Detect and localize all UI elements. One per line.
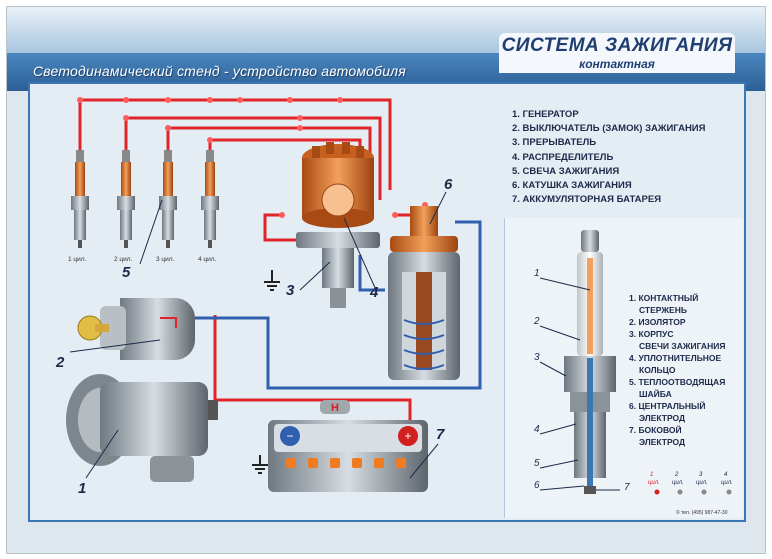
indicator-label: цил. [648, 480, 660, 486]
plug-legend-item: ШАЙБА [639, 389, 672, 399]
callout-spark-plug: 5 [122, 264, 131, 281]
plug-legend-item: СВЕЧИ ЗАЖИГАНИЯ [639, 341, 726, 351]
callout-ignition-switch: 2 [56, 354, 65, 371]
plug-callout: 6 [534, 480, 540, 491]
stand-title: Светодинамический стенд - устройство авт… [33, 63, 406, 79]
plug-callout: 1 [534, 268, 540, 279]
plug-legend-item: ЭЛЕКТРОД [639, 437, 686, 447]
cylinder-label: 2 цил. [114, 256, 133, 263]
legend-item: 3. ПРЕРЫВАТЕЛЬ [512, 137, 597, 149]
legend-item: 2. ВЫКЛЮЧАТЕЛЬ (ЗАМОК) ЗАЖИГАНИЯ [512, 123, 706, 135]
main-title: СИСТЕМА ЗАЖИГАНИЯ [501, 35, 733, 56]
cylinder-label: 4 цил. [198, 256, 217, 263]
indicator-label: цил. [696, 480, 708, 486]
component-legend: 1. ГЕНЕРАТОР 2. ВЫКЛЮЧАТЕЛЬ (ЗАМОК) ЗАЖИ… [512, 108, 705, 207]
cylinder-label: 3 цил. [156, 256, 175, 263]
indicator-number: 4 [724, 472, 728, 478]
plug-legend-item: 3. КОРПУС [629, 329, 674, 339]
callout-battery: 7 [436, 426, 445, 443]
plug-legend-item: 7. БОКОВОЙ [629, 425, 682, 435]
callout-distributor: 4 [370, 284, 379, 301]
plug-legend-item: 4. УПЛОТНИТЕЛЬНОЕ [629, 353, 722, 363]
plug-callout: 4 [534, 424, 540, 435]
callout-coil: 6 [444, 176, 453, 193]
plug-legend-item: ЭЛЕКТРОД [639, 413, 686, 423]
callout-breaker: 3 [286, 282, 295, 299]
legend-item: 1. ГЕНЕРАТОР [512, 109, 579, 120]
indicator-number: 3 [699, 472, 703, 478]
plug-callout: 3 [534, 352, 540, 363]
plug-callout: 5 [534, 458, 540, 469]
cylinder-label: 1 цил. [68, 256, 87, 263]
sub-title: контактная [579, 57, 655, 71]
header: Светодинамический стенд - устройство авт… [7, 7, 765, 91]
title-box: СИСТЕМА ЗАЖИГАНИЯ контактная [499, 33, 735, 73]
indicator-label: цил. [721, 480, 733, 486]
callout-generator: 1 [78, 480, 87, 497]
plug-legend-item: СТЕРЖЕНЬ [639, 305, 687, 315]
spark-plug-legend: 1. КОНТАКТНЫЙ СТЕРЖЕНЬ 2. ИЗОЛЯТОР 3. КО… [629, 292, 725, 448]
legend-item: 6. КАТУШКА ЗАЖИГАНИЯ [512, 180, 632, 192]
plug-legend-item: 2. ИЗОЛЯТОР [629, 317, 686, 327]
legend-item: 7. АККУМУЛЯТОРНАЯ БАТАРЕЯ [512, 194, 662, 206]
plug-callout: 2 [534, 316, 540, 327]
legend-item: 5. СВЕЧА ЗАЖИГАНИЯ [512, 165, 620, 177]
indicator-label: цил. [672, 480, 684, 486]
plug-legend-item: 5. ТЕПЛООТВОДЯЩАЯ [629, 377, 726, 387]
plug-legend-item: КОЛЬЦО [639, 365, 676, 375]
plug-legend-item: 1. КОНТАКТНЫЙ [629, 293, 699, 303]
indicator-number: 1 [650, 472, 654, 478]
footer-text: © тел. (495) 987-47-30 [676, 510, 728, 516]
plug-legend-item: 6. ЦЕНТРАЛЬНЫЙ [629, 401, 706, 411]
legend-item: 4. РАСПРЕДЕЛИТЕЛЬ [512, 151, 614, 163]
plug-callout: 7 [624, 482, 630, 493]
indicator-number: 2 [675, 472, 679, 478]
